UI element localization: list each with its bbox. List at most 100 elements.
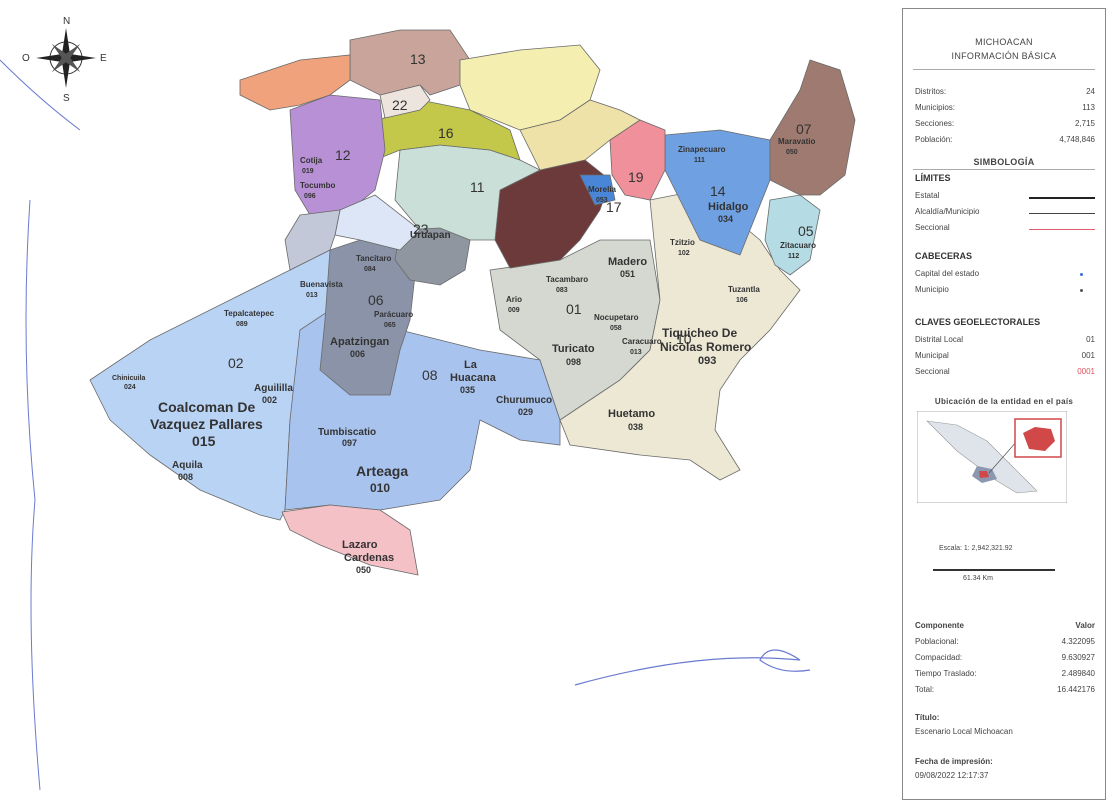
municipality-name: Cotija (300, 156, 323, 165)
municipality-name: Vazquez Pallares (150, 416, 263, 432)
clave-label: Seccional (915, 367, 950, 376)
municipality-name: Aguililla (254, 383, 293, 394)
ubicacion-title: Ubicación de la entidad en el país (934, 397, 1074, 406)
municipality-name: Aquila (172, 460, 203, 471)
municipality-code: 008 (178, 472, 193, 482)
municipality-code: 006 (350, 349, 365, 359)
region-d14 (664, 129, 771, 256)
municipality-labels: Coalcoman De Vazquez Pallares 015 Aguili… (112, 137, 816, 575)
panel-header-line2: INFORMACIÓN BÁSICA (951, 51, 1057, 61)
compass-s: S (63, 93, 70, 104)
municipality-code: 029 (518, 407, 533, 417)
limites-title: LÍMITES (915, 173, 951, 183)
stat-row: Secciones: 2,715 (915, 119, 1095, 128)
municipality-code: 112 (788, 253, 799, 260)
municipality-name: Tocumbo (300, 181, 336, 190)
compass-o: O (22, 53, 30, 64)
district-label: 08 (422, 367, 438, 383)
info-panel: MICHOACAN INFORMACIÓN BÁSICA Distritos: … (902, 8, 1106, 800)
stat-label: Población: (915, 135, 953, 144)
municipio-marker-icon (1080, 289, 1083, 292)
municipality-name: Apatzingan (330, 336, 390, 348)
municipality-name: Tumbiscatio (318, 427, 376, 438)
component-label: Tiempo Traslado: (915, 669, 977, 678)
municipality-name: Lazaro (342, 539, 378, 551)
municipality-name: Morelia (588, 185, 617, 194)
municipality-name: Maravatio (778, 137, 815, 146)
scale-text: Escala: 1: 2,942,321.92 (939, 545, 1013, 552)
component-label: Total: (915, 685, 935, 694)
legend-label: Estatal (915, 191, 940, 200)
district-label: 13 (410, 51, 426, 67)
municipality-code: 058 (610, 325, 622, 332)
municipality-name: Nocupetaro (594, 313, 639, 322)
component-label: Compacidad: (915, 653, 963, 662)
legend-row: Municipio (915, 285, 1095, 294)
clave-row: Distrital Local 01 (915, 335, 1095, 344)
district-label: 23 (413, 221, 429, 237)
scale-bar (933, 569, 1055, 571)
clave-value: 001 (1081, 351, 1095, 360)
capital-marker-icon (1080, 273, 1083, 276)
municipality-code: 038 (628, 422, 643, 432)
region-d20 (284, 209, 341, 271)
municipality-name: Nicolas Romero (660, 340, 751, 354)
municipality-code: 035 (460, 385, 475, 395)
municipality-name: Zinapecuaro (678, 145, 726, 154)
fecha-label: Fecha de impresión: (915, 757, 993, 766)
district-label: 19 (628, 169, 644, 185)
claves-title: CLAVES GEOELECTORALES (915, 317, 1041, 327)
component-row: Compacidad: 9.630927 (915, 653, 1095, 662)
region-d07 (769, 59, 856, 196)
divider (913, 69, 1095, 70)
component-value: 2.489840 (1061, 669, 1095, 678)
municipality-name: Turicato (552, 343, 595, 355)
component-header-row: Componente Valor (915, 621, 1095, 630)
district-regions (89, 29, 856, 576)
municipality-code: 024 (124, 384, 136, 391)
clave-label: Municipal (915, 351, 949, 360)
legend-swatch (1029, 197, 1095, 199)
compass-e: E (100, 53, 107, 64)
legend-label: Alcaldía/Municipio (915, 207, 980, 216)
municipality-code: 050 (786, 149, 798, 156)
compass-rose: N S E O (22, 16, 107, 104)
stat-row: Distritos: 24 (915, 87, 1095, 96)
stat-value: 4,748,846 (1059, 135, 1095, 144)
district-label: 11 (470, 179, 485, 195)
municipality-name: Buenavista (300, 280, 343, 289)
stat-row: Municipios: 113 (915, 103, 1095, 112)
municipality-name: Churumuco (496, 395, 552, 406)
component-row: Total: 16.442176 (915, 685, 1095, 694)
municipality-name: La (464, 359, 478, 371)
location-inset-map (917, 411, 1067, 503)
simbologia-title: SIMBOLOGÍA (973, 157, 1035, 167)
component-value: 16.442176 (1057, 685, 1095, 694)
municipality-name: Parácuaro (374, 310, 413, 319)
region-d12 (289, 94, 386, 216)
stat-row: Población: 4,748,846 (915, 135, 1095, 144)
titulo-label: Título: (915, 713, 940, 722)
municipality-name: Hidalgo (708, 201, 749, 213)
municipality-name: Tzitzio (670, 238, 695, 247)
municipality-name: Caracuaro (622, 337, 662, 346)
region-d10 (559, 189, 801, 481)
clave-row: Municipal 001 (915, 351, 1095, 360)
municipality-name: Tancitaro (356, 254, 392, 263)
municipality-code: 093 (698, 355, 716, 367)
municipality-code: 013 (306, 292, 318, 299)
district-label: 16 (438, 125, 454, 141)
legend-row: Capital del estado (915, 269, 1095, 278)
region-d13 (349, 29, 471, 96)
municipality-name: Huetamo (608, 408, 655, 420)
legend-row: Estatal (915, 191, 1095, 200)
municipality-name: Tiquicheo De (662, 326, 737, 340)
pen-mark (574, 649, 811, 686)
municipality-code: 096 (304, 193, 316, 200)
district-label: 01 (566, 301, 582, 317)
stat-value: 24 (1086, 87, 1095, 96)
municipality-code: 098 (566, 357, 581, 367)
scale-km: 61.34 Km (963, 575, 993, 582)
municipality-code: 051 (620, 269, 635, 279)
legend-label: Seccional (915, 223, 950, 232)
